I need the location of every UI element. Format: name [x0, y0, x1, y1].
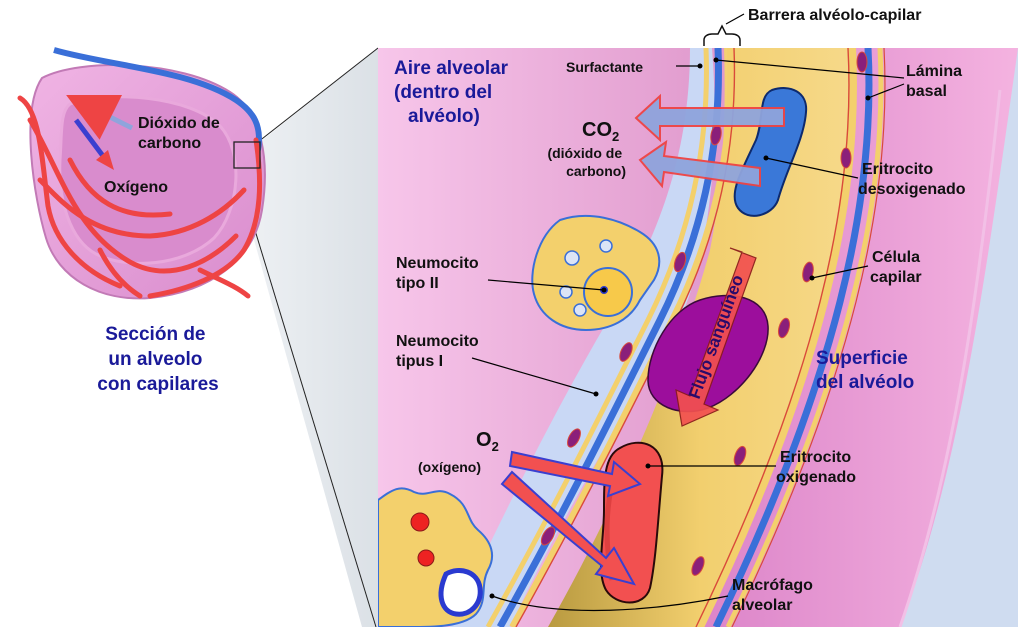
co2-label-overview: Dióxido de carbono: [138, 115, 224, 152]
o2-formula: O2: [476, 429, 499, 454]
lamellar-body-3: [573, 303, 587, 317]
pneumocyte2-nucleus: [583, 267, 633, 317]
barrier-inner-leader: [715, 59, 905, 79]
pneumocyte2-leader: [487, 279, 605, 291]
endothelium-right-edge: [695, 48, 850, 627]
deoxy-rbc-line1: Eritrocito: [862, 161, 933, 178]
basal-lamina-outer-edge: [731, 48, 886, 627]
zoom-line-bottom: [235, 167, 377, 627]
barrier-bracket: [703, 24, 741, 46]
zoom-selection-box: [233, 141, 261, 169]
basal-lamina-line2: basal: [906, 83, 947, 100]
caption-line2: un alveolo: [108, 349, 202, 370]
air-label-line3: alvéolo): [408, 106, 480, 127]
caption-line3: con capilares: [97, 374, 218, 395]
surfactant-leader-dot: [697, 63, 703, 69]
alveolus-surface-edge: [898, 89, 1002, 627]
capillary-cell-label: Célula capilar: [870, 249, 924, 286]
capillary-cell-leader-dot: [809, 275, 815, 281]
alveolar-air-label: Aire alveolar (dentro del alvéolo): [394, 58, 513, 127]
capillary-cell-leader: [811, 265, 869, 279]
air-label-line2: (dentro del: [394, 82, 492, 103]
barrier-leader: [725, 13, 745, 25]
zoom-line-top: [257, 47, 379, 143]
co2-formula-main: CO: [582, 119, 612, 141]
deoxy-rbc-line2: desoxigenado: [858, 181, 966, 198]
blue-vessel-overview: [53, 47, 262, 151]
air-label-line1: Aire alveolar: [394, 58, 509, 79]
alveolus-surface-label: Superficie del alvéolo: [816, 348, 914, 393]
barrier-label: Barrera alvéolo-capilar: [748, 7, 921, 24]
zoom-projection: [234, 48, 378, 627]
macrophage-leader-dot: [489, 593, 495, 599]
surfactant-label: Surfactante: [566, 59, 643, 75]
macrophage-leader: [491, 595, 729, 612]
macrophage-line2: alveolar: [732, 597, 792, 614]
oxy-rbc-leader-dot: [645, 463, 651, 469]
pneumocyte2-line1: Neumocito: [396, 255, 479, 272]
pneumocyte2-line2: tipo II: [396, 275, 439, 292]
overview-caption: Sección de un alveolo con capilares: [97, 324, 218, 395]
capillary-nuclei: [540, 51, 868, 576]
pneumocyte1-leader-dot: [593, 391, 599, 397]
alveolus-overview: Dióxido de carbono Oxígeno: [17, 47, 266, 300]
surface-line1: Superficie: [816, 348, 908, 369]
macrophage-nucleus: [438, 568, 483, 617]
oxy-rbc-line1: Eritrocito: [780, 449, 851, 466]
co2-label-overview-line1: Dióxido de: [138, 115, 220, 132]
co2-label-overview-line2: carbono: [138, 135, 201, 152]
pneumocyte1-line2: tipus I: [396, 353, 443, 370]
macrophage-line1: Macrófago: [732, 577, 813, 594]
co2-name-line2: carbono): [566, 163, 626, 179]
oxy-rbc-line2: oxigenado: [776, 469, 856, 486]
basal-lamina-line1: Lámina: [906, 63, 962, 80]
epithelium-membrane-inner: [485, 48, 709, 627]
macrophage-vesicle-1: [410, 512, 430, 532]
pneumocyte1-line1: Neumocito: [396, 333, 479, 350]
barrier-inner-leader-dot: [713, 57, 719, 63]
co2-name: (dióxido de carbono): [547, 145, 626, 179]
o2-arrows: [500, 450, 642, 586]
co2-arrows: [634, 93, 785, 189]
deoxy-rbc-leader: [765, 157, 859, 179]
oxy-rbc-label: Eritrocito oxigenado: [776, 449, 856, 486]
lamellar-body-1: [564, 250, 580, 266]
basal-lamina-outer: [725, 48, 884, 627]
o2-arrow-overview-head: [96, 150, 114, 170]
co2-formula-sub: 2: [612, 129, 619, 144]
red-vessels-overview: [17, 95, 263, 299]
basal-lamina: [712, 48, 873, 627]
deoxy-rbc-leader-dot: [763, 155, 769, 161]
pneumocyte2-leader-dot: [601, 287, 607, 293]
surface-line2: del alvéolo: [816, 372, 914, 393]
endothelium-right: [696, 48, 857, 627]
o2-label-overview: Oxígeno: [104, 179, 168, 196]
macrophage-vesicle-2: [417, 549, 435, 567]
caption-line1: Sección de: [105, 324, 205, 345]
o2-formula-sub: 2: [492, 439, 499, 454]
pneumocyte2-label: Neumocito tipo II: [396, 255, 483, 292]
co2-arrow-overview: [66, 95, 134, 140]
capillary-cell-line2: capilar: [870, 269, 922, 286]
pneumocyte1-leader: [471, 357, 597, 395]
o2-name: (oxígeno): [418, 459, 481, 475]
lamellar-body-2: [559, 285, 573, 299]
co2-name-line1: (dióxido de: [547, 145, 622, 161]
basal-lamina-label: Lámina basal: [906, 63, 966, 100]
alveolus-surface-region: [900, 48, 1018, 627]
macrophage-label: Macrófago alveolar: [732, 577, 817, 614]
detail-panel: Flujo sanguíneo: [378, 48, 1018, 627]
pneumocyte1-label: Neumocito tipus I: [396, 333, 483, 370]
o2-arrow-overview: [74, 118, 108, 162]
co2-formula: CO2: [582, 119, 619, 144]
o2-formula-main: O: [476, 429, 492, 451]
capillary-cell-line1: Célula: [872, 249, 920, 266]
basal-lamina-leader-dot: [865, 95, 871, 101]
lamellar-body-4: [599, 239, 613, 253]
deoxy-rbc-label: Eritrocito desoxigenado: [858, 161, 966, 198]
basal-lamina-leader: [867, 83, 905, 99]
